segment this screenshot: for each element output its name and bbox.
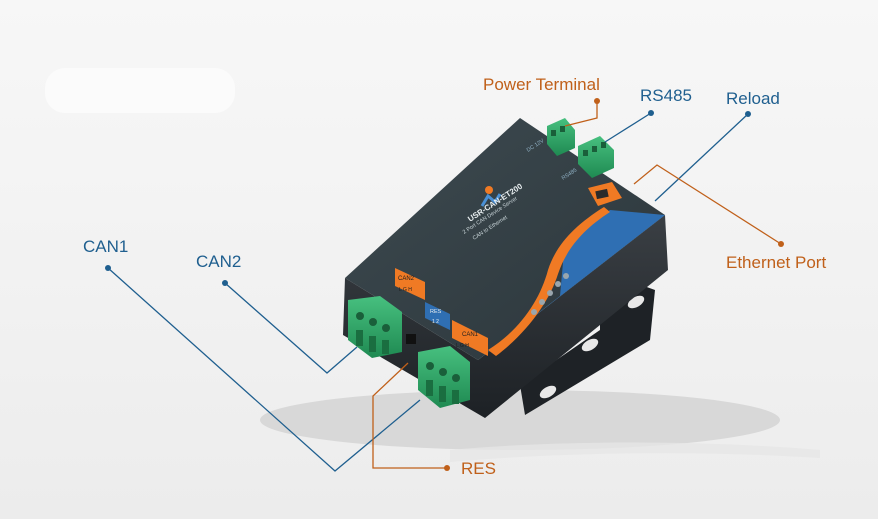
port-tags <box>395 268 488 356</box>
orange-stripe <box>488 207 610 356</box>
led-indicators <box>531 273 569 315</box>
res-pins: 1 2 <box>432 319 439 325</box>
res-callout <box>372 362 447 469</box>
reload-callout <box>654 113 749 202</box>
callout-dots <box>105 98 784 471</box>
res-label: RES <box>461 459 496 478</box>
floor-reflection <box>450 442 820 462</box>
can2-terminal-block <box>348 296 402 358</box>
rs485-callout <box>604 112 652 143</box>
can2-label: CAN2 <box>196 252 242 271</box>
power-terminal-label: Power Terminal <box>483 75 600 94</box>
ethernet-port-label: Ethernet Port <box>726 253 827 272</box>
reload-label: Reload <box>726 89 780 108</box>
can1-callout <box>107 267 421 472</box>
background-patch <box>45 68 235 113</box>
ethernet-callout <box>633 164 782 245</box>
blue-panel <box>478 210 665 360</box>
can1-label: CAN1 <box>83 237 129 256</box>
can2-pins: L G H <box>399 287 412 293</box>
can2-tag: CAN2 <box>398 276 415 282</box>
power-terminal-callout <box>564 101 598 127</box>
rs485-terminal-block <box>578 136 614 178</box>
device-shadow <box>260 390 780 450</box>
res-tag: RES <box>430 309 442 315</box>
reset-hole <box>406 334 416 344</box>
power-terminal-block <box>547 118 575 156</box>
can1-terminal-block <box>418 346 470 408</box>
ethernet-port <box>588 182 622 206</box>
brand-logo <box>480 186 502 207</box>
can2-callout <box>224 282 358 374</box>
can1-tag: CAN1 <box>462 332 479 338</box>
can1-pins: L G H <box>456 343 469 349</box>
rs485-label: RS485 <box>640 86 692 105</box>
